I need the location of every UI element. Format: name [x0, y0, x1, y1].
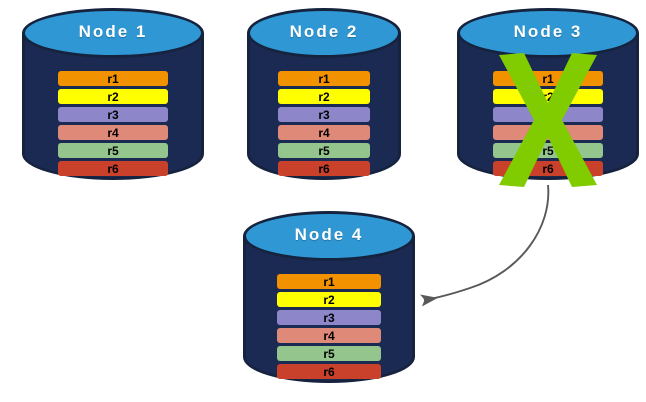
node-title: Node 3: [513, 22, 583, 41]
record-row[interactable]: r3: [493, 107, 603, 122]
record-row[interactable]: r6: [277, 364, 381, 379]
record-row[interactable]: r4: [277, 328, 381, 343]
node-title: Node 2: [289, 22, 359, 41]
record-list: r1 r2 r3 r4 r5 r6: [493, 71, 603, 179]
record-row[interactable]: r6: [58, 161, 168, 176]
node-title: Node 1: [78, 22, 148, 41]
record-row[interactable]: r6: [493, 161, 603, 176]
record-row[interactable]: r5: [277, 346, 381, 361]
record-row[interactable]: r2: [277, 292, 381, 307]
record-row[interactable]: r4: [58, 125, 168, 140]
record-row[interactable]: r3: [58, 107, 168, 122]
record-row[interactable]: r5: [58, 143, 168, 158]
record-row[interactable]: r5: [493, 143, 603, 158]
record-list: r1 r2 r3 r4 r5 r6: [58, 71, 168, 179]
record-row[interactable]: r4: [278, 125, 370, 140]
record-row[interactable]: r1: [58, 71, 168, 86]
record-row[interactable]: r2: [58, 89, 168, 104]
record-row[interactable]: r2: [278, 89, 370, 104]
record-row[interactable]: r4: [493, 125, 603, 140]
record-row[interactable]: r1: [278, 71, 370, 86]
record-row[interactable]: r5: [278, 143, 370, 158]
record-row[interactable]: r1: [493, 71, 603, 86]
node-cylinder-top: [22, 8, 204, 58]
node-title: Node 4: [294, 225, 364, 244]
database-node-4[interactable]: Node 4 r1 r2 r3 r4 r5 r6: [243, 211, 415, 383]
node-cylinder-top: [243, 211, 415, 261]
record-row[interactable]: r1: [277, 274, 381, 289]
record-list: r1 r2 r3 r4 r5 r6: [277, 274, 381, 382]
database-node-2[interactable]: Node 2 r1 r2 r3 r4 r5 r6: [247, 8, 401, 180]
record-row[interactable]: r6: [278, 161, 370, 176]
record-row[interactable]: r3: [277, 310, 381, 325]
record-list: r1 r2 r3 r4 r5 r6: [278, 71, 370, 179]
database-node-3[interactable]: Node 3 r1 r2 r3 r4 r5 r6: [457, 8, 639, 187]
record-row[interactable]: r3: [278, 107, 370, 122]
record-row[interactable]: r2: [493, 89, 603, 104]
database-node-1[interactable]: Node 1 r1 r2 r3 r4 r5 r6: [22, 8, 204, 180]
node-cylinder-top: [247, 8, 401, 58]
